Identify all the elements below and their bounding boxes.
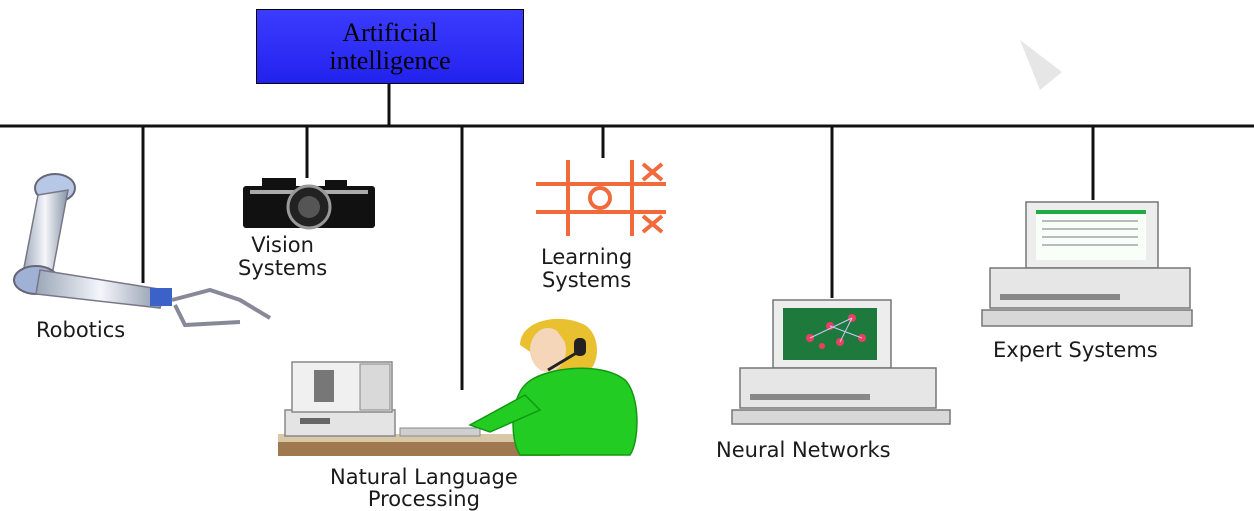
nlp-label-line1: Natural Language — [330, 465, 518, 489]
expert-label: Expert Systems — [993, 338, 1158, 362]
vision-label-line1: Vision — [251, 233, 314, 257]
neural-label: Neural Networks — [716, 438, 891, 462]
robotics-label: Robotics — [36, 318, 126, 342]
root-title-line2: intelligence — [329, 45, 451, 75]
learning-label: Learning Systems — [541, 246, 632, 292]
learning-label-line1: Learning — [541, 245, 633, 269]
root-title-line1: Artificial — [342, 17, 438, 47]
nlp-label: Natural Language Processing — [330, 466, 518, 510]
root-node: Artificial intelligence — [256, 9, 524, 84]
vision-label-line2: Systems — [238, 256, 328, 280]
learning-label-line2: Systems — [541, 268, 632, 292]
vision-label: Vision Systems — [238, 234, 327, 280]
corner-wedge-shape — [1020, 40, 1062, 90]
nlp-label-line2: Processing — [367, 487, 480, 511]
